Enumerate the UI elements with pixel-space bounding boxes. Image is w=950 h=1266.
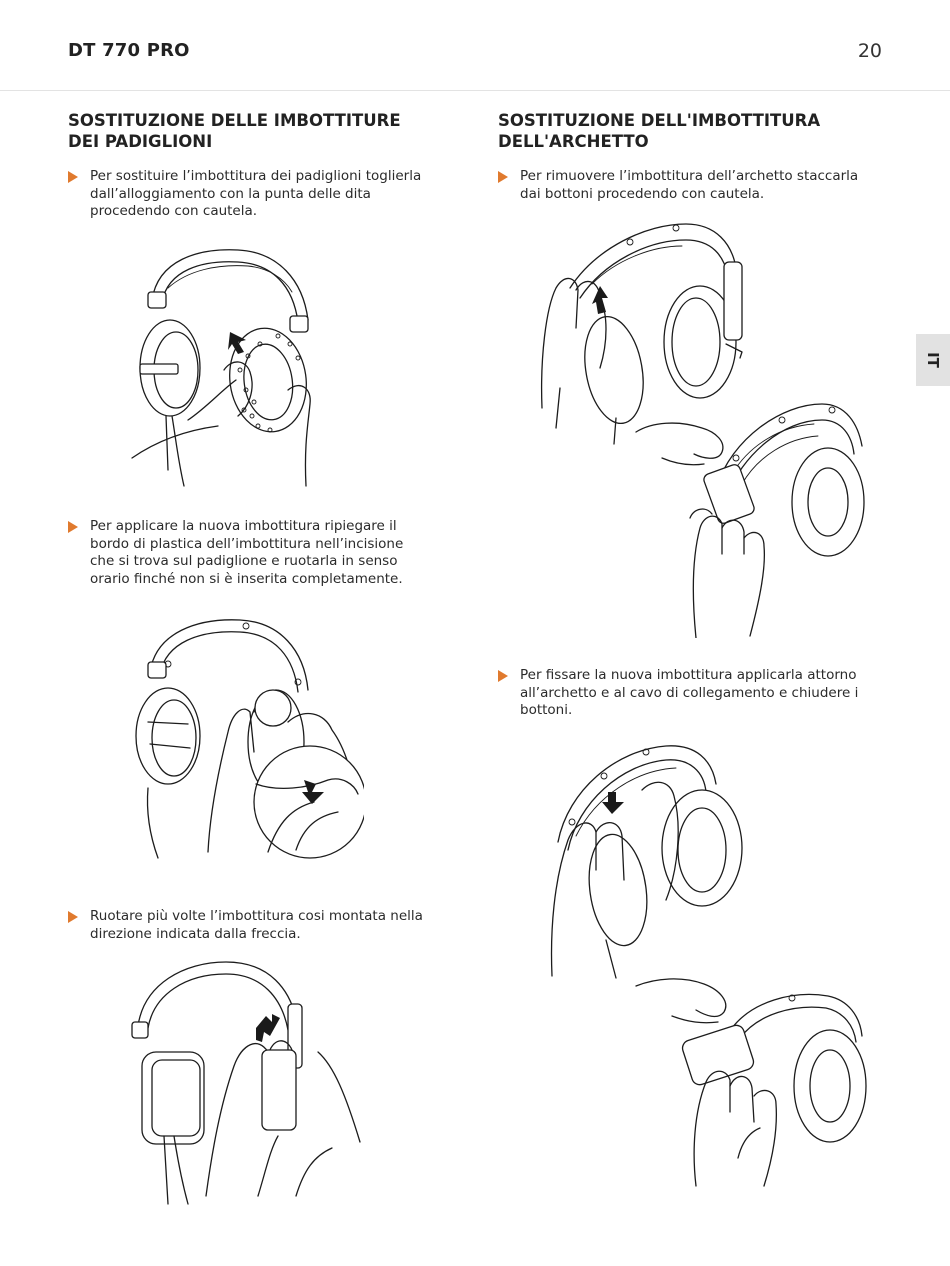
illustration-remove-ear-pad <box>128 240 328 490</box>
left-step-2: Per applicare la nuova imbottitura ripie… <box>68 518 430 588</box>
bullet-arrow-icon <box>68 521 78 533</box>
illustration-close-headband-buttons <box>632 972 872 1188</box>
right-step-2: Per fissare la nuova imbottitura applica… <box>498 667 870 720</box>
page-header: DT 770 PRO 20 <box>0 0 950 91</box>
right-section-title: SOSTITUZIONE DELL'IMBOTTITURA DELL'ARCHE… <box>498 111 821 151</box>
page-number: 20 <box>857 40 882 62</box>
right-step-1-text: Per rimuovere l’imbottitura dell’archett… <box>520 168 859 202</box>
illustration-apply-ear-pad <box>128 612 364 862</box>
left-step-3-text: Ruotare più volte l’imbottitura cosi mon… <box>90 908 423 942</box>
language-tab[interactable]: IT <box>916 334 950 386</box>
document-title: DT 770 PRO <box>68 40 190 61</box>
left-step-1: Per sostituire l’imbottitura dei padigli… <box>68 168 430 221</box>
illustration-rotate-ear-pad <box>128 956 364 1206</box>
illustration-remove-headband-pad <box>536 218 756 446</box>
bullet-arrow-icon <box>498 670 508 682</box>
right-step-1: Per rimuovere l’imbottitura dell’archett… <box>498 168 870 203</box>
illustration-headband-pad-off <box>632 398 872 638</box>
illustration-attach-headband-pad <box>546 740 752 980</box>
left-step-2-text: Per applicare la nuova imbottitura ripie… <box>90 518 404 587</box>
bullet-arrow-icon <box>68 171 78 183</box>
left-section-title: SOSTITUZIONE DELLE IMBOTTITURE DEI PADIG… <box>68 111 401 151</box>
language-tab-label: IT <box>923 352 942 368</box>
left-step-3: Ruotare più volte l’imbottitura cosi mon… <box>68 908 430 943</box>
right-step-2-text: Per fissare la nuova imbottitura applica… <box>520 667 859 719</box>
bullet-arrow-icon <box>498 171 508 183</box>
left-step-1-text: Per sostituire l’imbottitura dei padigli… <box>90 168 422 220</box>
bullet-arrow-icon <box>68 911 78 923</box>
